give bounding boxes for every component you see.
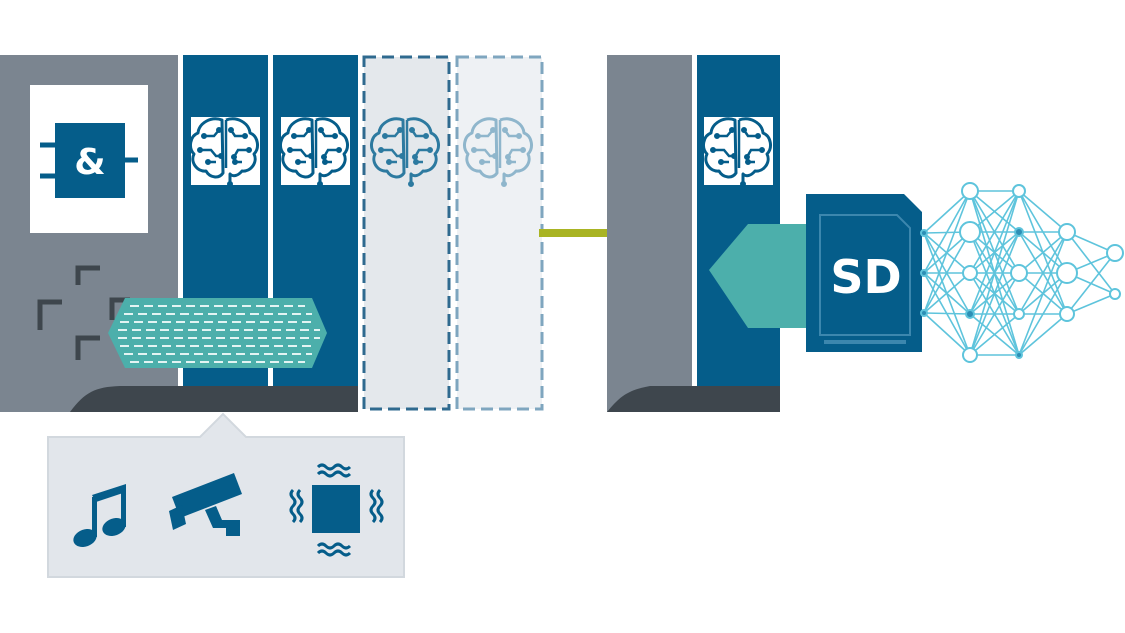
- network-node: [959, 221, 981, 243]
- network-edge: [1018, 231, 1068, 315]
- network-edge: [969, 231, 1020, 356]
- network-node: [965, 309, 975, 319]
- network-edge: [923, 190, 971, 234]
- connection-link: [539, 229, 607, 237]
- plc-controller-right: [607, 55, 810, 412]
- network-edge: [1018, 272, 1068, 356]
- network-edge: [1018, 231, 1068, 274]
- base-rail-left: [70, 386, 358, 412]
- network-edge: [1066, 293, 1116, 315]
- bracket-marks-icon: [37, 265, 130, 360]
- network-edge: [1018, 313, 1068, 356]
- sd-label: SD: [830, 250, 901, 304]
- network-node: [962, 265, 978, 281]
- plc-controller-left: &: [0, 55, 178, 412]
- network-node: [920, 309, 928, 317]
- base-rail-right: [607, 386, 780, 412]
- security-camera-icon: [169, 473, 242, 536]
- network-edge: [923, 312, 971, 356]
- network-edge: [1066, 252, 1116, 315]
- network-node: [920, 229, 928, 237]
- sensor-panel: [47, 412, 405, 578]
- network-node: [1106, 244, 1124, 262]
- cpu-housing-right: [607, 55, 692, 412]
- music-note-icon: [73, 484, 126, 547]
- data-stream-banner: [108, 298, 327, 368]
- network-edge: [969, 272, 1020, 356]
- network-edge: [923, 231, 971, 314]
- network-edge: [923, 190, 971, 274]
- optional-module-4: [455, 55, 544, 411]
- sd-card-icon: SD: [806, 194, 922, 352]
- network-edge: [923, 190, 971, 314]
- and-gate-icon: &: [40, 123, 138, 198]
- neural-network-icon: [920, 182, 1124, 363]
- network-edge: [1018, 190, 1068, 233]
- network-node: [920, 269, 928, 277]
- network-node: [1109, 288, 1121, 300]
- optional-module-3: [362, 55, 451, 411]
- network-edge: [923, 312, 971, 315]
- network-node: [1012, 184, 1026, 198]
- network-edge: [969, 190, 1020, 315]
- vibration-chip-icon: [289, 463, 384, 557]
- load-arrow-icon: [709, 224, 810, 328]
- network-edge: [923, 272, 971, 314]
- network-node: [1014, 227, 1024, 237]
- network-edge: [969, 313, 1020, 356]
- network-node: [962, 347, 978, 363]
- network-edge: [1018, 231, 1068, 356]
- network-node: [1010, 264, 1028, 282]
- network-node: [1015, 351, 1023, 359]
- network-node: [1013, 308, 1025, 320]
- network-node: [961, 182, 979, 200]
- network-edge: [969, 190, 1020, 356]
- network-edge: [969, 190, 1020, 274]
- network-node: [1058, 223, 1076, 241]
- network-node: [1059, 306, 1075, 322]
- and-symbol: &: [74, 142, 105, 183]
- network-node: [1056, 262, 1078, 284]
